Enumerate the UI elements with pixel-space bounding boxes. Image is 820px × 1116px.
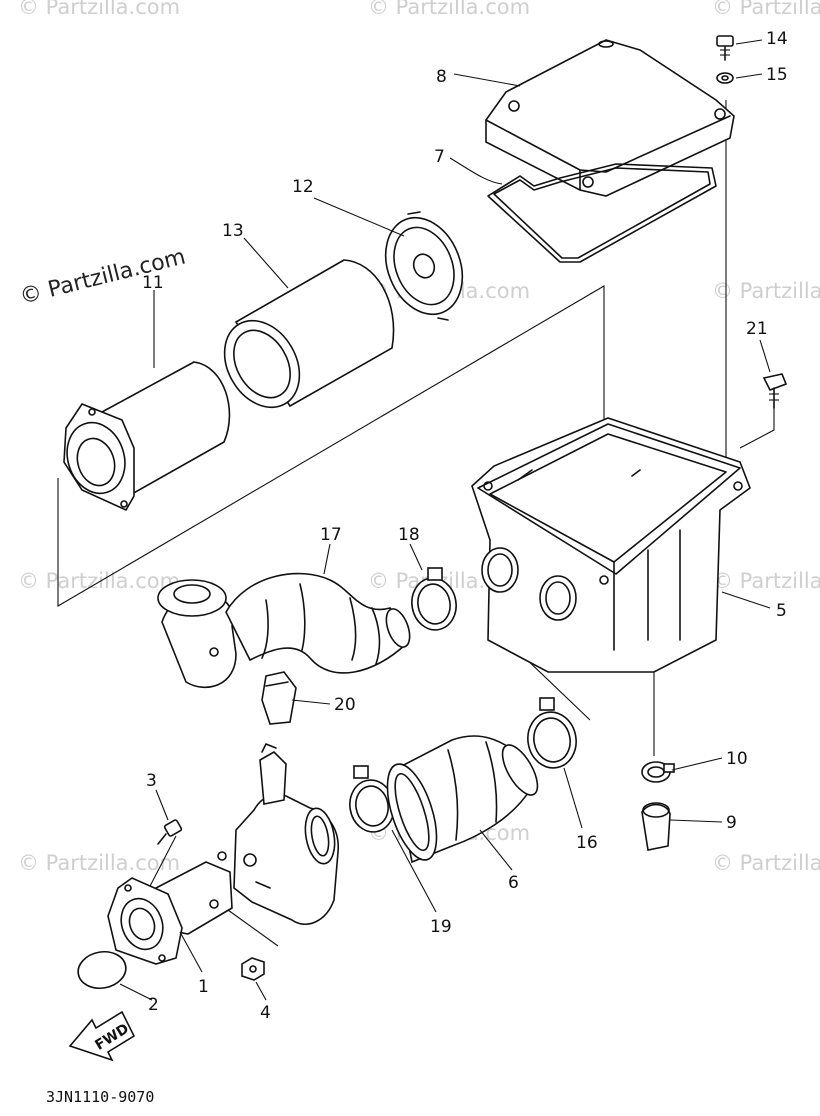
- callout-11: 11: [142, 273, 164, 293]
- part-2-o-ring: [77, 950, 127, 990]
- callout-18: 18: [398, 525, 420, 545]
- watermark: © Partzilla.com: [18, 851, 180, 875]
- part-14-screw: [716, 35, 734, 61]
- fwd-arrow: FWD: [68, 1010, 136, 1062]
- callout-12: 12: [292, 177, 314, 197]
- callout-4: 4: [260, 1003, 271, 1023]
- callout-3: 3: [146, 771, 157, 791]
- callout-10: 10: [726, 749, 748, 769]
- part-7-gasket: [487, 163, 717, 263]
- callout-1: 1: [198, 977, 209, 997]
- part-1-carb-joint: [107, 861, 233, 965]
- callout-8: 8: [436, 67, 447, 87]
- part-17-intake-duct: [157, 572, 411, 689]
- part-16-clamp: [527, 697, 577, 769]
- watermark: © Partzilla.com: [368, 0, 530, 19]
- carburetor: [217, 743, 339, 925]
- callout-16: 16: [576, 833, 598, 853]
- part-11-filter-guide: [63, 361, 231, 512]
- callout-13: 13: [222, 221, 244, 241]
- watermark: © Partzilla.com: [712, 569, 820, 593]
- part-15-washer: [716, 72, 734, 84]
- part-18-clamp: [411, 567, 457, 631]
- callout-19: 19: [430, 917, 452, 937]
- part-20-drain-hose: [261, 671, 297, 725]
- callout-leaders: [119, 39, 771, 1001]
- callout-6: 6: [508, 873, 519, 893]
- part-8-cover: [485, 39, 735, 197]
- watermark: © Partzilla.com: [18, 0, 180, 19]
- part-5-air-box: [471, 417, 751, 673]
- part-12-end-cap: [384, 211, 464, 321]
- callout-15: 15: [766, 65, 788, 85]
- watermark: © Partzilla.com: [712, 279, 820, 303]
- callout-14: 14: [766, 29, 788, 49]
- part-10-clamp: [641, 761, 675, 783]
- callout-7: 7: [434, 147, 445, 167]
- part-13-filter-element: [223, 259, 395, 409]
- drawing-code: 3JN1110-9070: [46, 1088, 154, 1106]
- part-6-joint-hose: [386, 735, 539, 864]
- part-9-plug: [641, 802, 671, 851]
- callout-5: 5: [776, 601, 787, 621]
- watermark: © Partzilla.com: [712, 851, 820, 875]
- callout-20: 20: [334, 695, 356, 715]
- callouts: 8 7 12 13 11 14 15 21 5 17 18 20 10 9 16…: [142, 29, 788, 1023]
- part-4-nut: [241, 957, 265, 981]
- callout-9: 9: [726, 813, 737, 833]
- part-21-bolt: [762, 373, 788, 409]
- watermark: © Partzilla.com: [712, 0, 820, 19]
- callout-17: 17: [320, 525, 342, 545]
- callout-2: 2: [148, 995, 159, 1015]
- part-3-screw: [157, 819, 183, 845]
- watermark: © Partzilla.com: [18, 569, 180, 593]
- callout-21: 21: [746, 319, 768, 339]
